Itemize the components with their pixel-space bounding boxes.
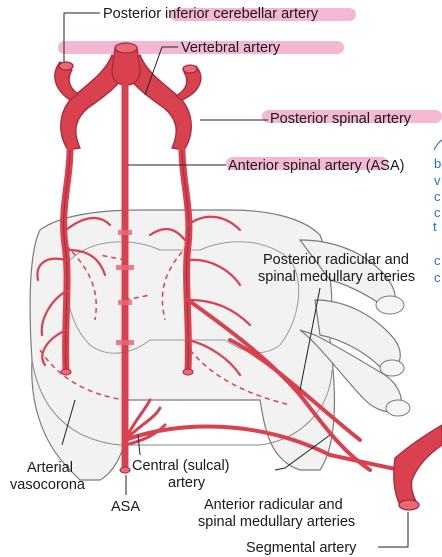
pica-right-stump <box>183 65 197 73</box>
label-asa: ASA <box>111 499 140 515</box>
root-stump-2 <box>380 360 404 376</box>
margin-note-3: c <box>434 190 441 204</box>
label-posterior-radicular-2: spinal medullary arteries <box>258 269 415 285</box>
label-anterior-spinal-artery: Anterior spinal artery (ASA) <box>228 158 404 174</box>
margin-note-2: v <box>434 174 441 188</box>
margin-note-5: t <box>433 220 437 234</box>
note-arc <box>434 140 442 150</box>
label-segmental-artery: Segmental artery <box>246 540 356 556</box>
label-anterior-radicular-2: spinal medullary arteries <box>198 514 355 530</box>
asa-stump <box>120 467 130 473</box>
label-central-sulcal-1: Central (sulcal) <box>132 458 230 474</box>
segmental-artery <box>394 425 442 505</box>
segmental-artery-stump <box>399 500 419 510</box>
psa-left-stump <box>61 369 71 375</box>
label-pica: Posterior inferior cerebellar artery <box>103 6 318 22</box>
label-posterior-radicular-1: Posterior radicular and <box>263 252 409 268</box>
basilar-stump <box>115 43 137 53</box>
leader-segmental <box>378 512 408 547</box>
margin-note-6: c <box>434 254 441 268</box>
root-stump-1 <box>376 296 404 314</box>
margin-note-1: b <box>434 157 441 171</box>
psa-right-stump <box>183 369 193 375</box>
root-stump-3 <box>386 400 410 416</box>
margin-note-7: c <box>434 271 441 285</box>
margin-note-4: c <box>434 206 441 220</box>
pica-left-stump <box>59 62 73 70</box>
label-arterial-vasocorona-2: vasocorona <box>10 477 85 493</box>
leader-pica <box>64 13 100 62</box>
label-central-sulcal-2: artery <box>168 475 205 491</box>
label-anterior-radicular-1: Anterior radicular and <box>204 497 343 513</box>
label-vertebral-artery: Vertebral artery <box>181 40 280 56</box>
label-posterior-spinal-artery: Posterior spinal artery <box>270 111 411 127</box>
label-arterial-vasocorona-1: Arterial <box>27 460 73 476</box>
